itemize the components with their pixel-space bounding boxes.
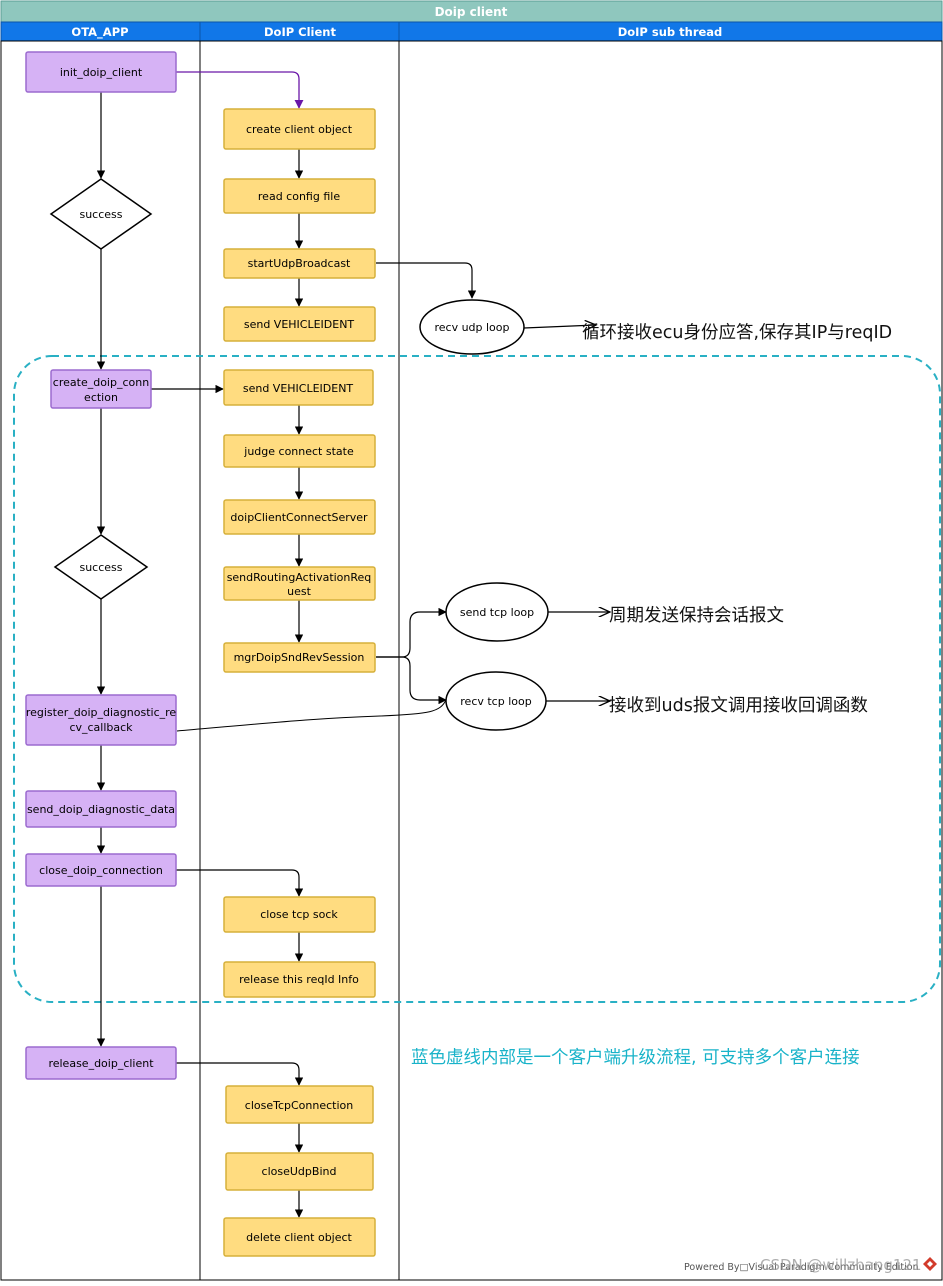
node-send-diagnostic-data: send_doip_diagnostic_data bbox=[25, 790, 177, 828]
node-send-vehicleident-2: send VEHICLEIDENT bbox=[223, 369, 374, 406]
edge-close-conn-to-close-sock bbox=[176, 869, 304, 897]
svg-text:startUdpBroadcast: startUdpBroadcast bbox=[248, 257, 351, 270]
node-send-vehicleident-1: send VEHICLEIDENT bbox=[223, 306, 376, 342]
svg-text:send tcp loop: send tcp loop bbox=[460, 606, 534, 619]
edge-init-to-create bbox=[176, 71, 304, 109]
note-send-tcp: 周期发送保持会话报文 bbox=[609, 606, 784, 626]
lane-title-doip-client: DoIP Client bbox=[264, 25, 336, 39]
node-send-tcp-loop: send tcp loop bbox=[445, 582, 549, 642]
edge-mgr-to-send-tcp bbox=[376, 607, 447, 658]
edge-mgr-to-recv-tcp bbox=[376, 656, 447, 705]
node-mgr-session: mgrDoipSndRevSession bbox=[223, 642, 376, 673]
edge-release-to-close-tcp bbox=[176, 1062, 304, 1086]
svg-text:register_doip_diagnostic_re: register_doip_diagnostic_re bbox=[26, 706, 177, 719]
node-routing-activation: sendRoutingActivationReq uest bbox=[223, 566, 376, 601]
svg-text:mgrDoipSndRevSession: mgrDoipSndRevSession bbox=[234, 651, 365, 664]
lanes-frame bbox=[0, 40, 943, 1281]
node-close-doip-connection: close_doip_connection bbox=[25, 853, 177, 887]
svg-text:create_doip_conn: create_doip_conn bbox=[53, 376, 149, 389]
csdn-watermark: CSDN @willzhang121 bbox=[760, 1256, 922, 1274]
note-dashed-region: 蓝色虚线内部是一个客户端升级流程, 可支持多个客户连接 bbox=[411, 1048, 860, 1068]
svg-text:uest: uest bbox=[287, 585, 311, 598]
node-close-tcp-sock: close tcp sock bbox=[223, 896, 376, 933]
node-judge-connect-state: judge connect state bbox=[223, 434, 376, 468]
node-close-tcp-connection: closeTcpConnection bbox=[225, 1085, 374, 1124]
svg-text:ection: ection bbox=[84, 391, 118, 404]
svg-text:close tcp sock: close tcp sock bbox=[260, 908, 338, 921]
svg-text:send VEHICLEIDENT: send VEHICLEIDENT bbox=[244, 318, 355, 331]
svg-text:delete client object: delete client object bbox=[246, 1231, 352, 1244]
node-read-config-file: read config file bbox=[223, 178, 376, 214]
svg-text:cv_callback: cv_callback bbox=[69, 721, 133, 734]
node-start-udp-broadcast: startUdpBroadcast bbox=[223, 248, 376, 279]
node-init-doip-client: init_doip_client bbox=[25, 51, 177, 93]
svg-text:send VEHICLEIDENT: send VEHICLEIDENT bbox=[243, 382, 354, 395]
diagram-title: Doip client bbox=[435, 5, 508, 19]
edge-register-callback-to-recv-tcp bbox=[176, 699, 447, 732]
svg-text:closeUdpBind: closeUdpBind bbox=[262, 1165, 337, 1178]
svg-text:send_doip_diagnostic_data: send_doip_diagnostic_data bbox=[27, 803, 175, 816]
svg-text:doipClientConnectServer: doipClientConnectServer bbox=[230, 511, 368, 524]
node-delete-client-object: delete client object bbox=[223, 1217, 376, 1257]
svg-text:success: success bbox=[79, 561, 122, 574]
multi-client-region bbox=[13, 355, 941, 1003]
svg-text:close_doip_connection: close_doip_connection bbox=[39, 864, 163, 877]
svg-text:success: success bbox=[79, 208, 122, 221]
node-connect-server: doipClientConnectServer bbox=[223, 499, 376, 535]
node-recv-tcp-loop: recv tcp loop bbox=[445, 671, 547, 731]
note-recv-tcp: 接收到uds报文调用接收回调函数 bbox=[609, 696, 868, 716]
note-recv-udp: 循环接收ecu身份应答,保存其IP与reqID bbox=[582, 323, 892, 343]
edge-udp-broadcast-to-recv-udp bbox=[376, 262, 477, 299]
node-create-doip-connection: create_doip_conn ection bbox=[50, 369, 152, 409]
svg-text:closeTcpConnection: closeTcpConnection bbox=[245, 1099, 353, 1112]
node-recv-udp-loop: recv udp loop bbox=[419, 299, 525, 355]
svg-text:init_doip_client: init_doip_client bbox=[60, 66, 143, 79]
decision-success-2: success bbox=[53, 534, 149, 600]
node-close-udp-bind: closeUdpBind bbox=[225, 1152, 374, 1191]
vp-logo-icon bbox=[923, 1257, 937, 1271]
node-create-client-object: create client object bbox=[223, 108, 376, 150]
svg-text:read config file: read config file bbox=[258, 190, 340, 203]
node-release-doip-client: release_doip_client bbox=[25, 1046, 177, 1080]
svg-text:recv tcp loop: recv tcp loop bbox=[460, 695, 531, 708]
svg-text:judge connect state: judge connect state bbox=[243, 445, 354, 458]
svg-text:release_doip_client: release_doip_client bbox=[48, 1057, 154, 1070]
node-release-reqid-info: release this reqId Info bbox=[223, 961, 376, 998]
node-register-callback: register_doip_diagnostic_re cv_callback bbox=[25, 694, 177, 746]
svg-text:release this reqId Info: release this reqId Info bbox=[239, 973, 359, 986]
decision-success-1: success bbox=[49, 178, 153, 250]
svg-text:recv udp loop: recv udp loop bbox=[434, 321, 509, 334]
svg-text:create client object: create client object bbox=[246, 123, 353, 136]
lane-title-sub-thread: DoIP sub thread bbox=[618, 25, 723, 39]
powered-by-label: Powered By□Visual Paradigm Community Edi… bbox=[684, 1262, 919, 1273]
lane-title-ota-app: OTA_APP bbox=[71, 25, 128, 40]
edge-recv-udp-to-note bbox=[523, 325, 596, 328]
svg-text:sendRoutingActivationReq: sendRoutingActivationReq bbox=[227, 571, 372, 584]
